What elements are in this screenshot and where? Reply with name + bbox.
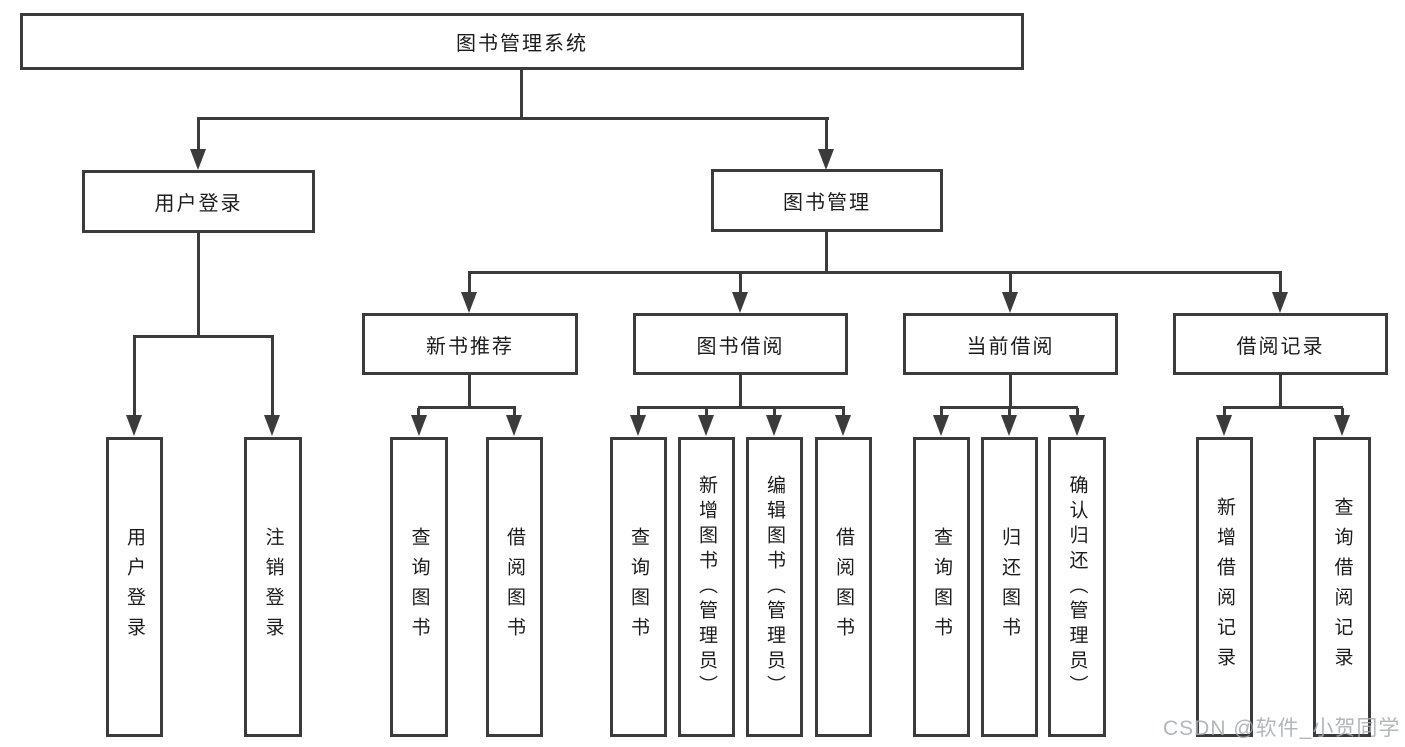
connector-drop-book-management [825,119,828,152]
leaf-records-query-label: 查询借阅记录 [1331,497,1353,677]
connector-root-stem [520,70,523,118]
connector-drop [417,408,420,418]
leaf-user-login: 用户登录 [106,437,163,737]
leaf-user-login-label: 用户登录 [124,527,145,647]
connector-drop [739,273,742,293]
leaf-borrow-books: 借阅图书 [815,437,872,737]
arrow-down-icon [461,292,477,313]
connector-level1-bus [197,117,829,120]
arrow-down-icon [732,292,748,313]
connector-drop [513,408,516,418]
arrow-down-icon [933,415,949,436]
connector-drop [1009,273,1012,293]
connector-drop [637,408,640,418]
arrow-down-icon [190,149,206,170]
arrow-down-icon [766,415,782,436]
arrow-down-icon [1334,415,1350,436]
connector-drop [1223,408,1226,418]
connector-drop [133,337,136,417]
node-borrow-records: 借阅记录 [1173,313,1388,375]
leaf-edit-book-admin: 编辑图书（管理员） [746,437,803,737]
connector-drop [1076,408,1079,418]
arrow-down-icon [126,415,142,436]
leaf-logout-label: 注销登录 [262,527,284,647]
leaf-return-books-label: 归还图书 [999,527,1020,647]
arrow-down-icon [630,415,646,436]
connector-drop [773,408,776,418]
arrow-down-icon [1216,415,1232,436]
leaf-confirm-return-admin: 确认归还（管理员） [1048,437,1106,737]
connector-book-borrow-stem [739,375,742,407]
connector-current-borrow-stem [1009,375,1012,407]
connector-drop [1008,408,1011,418]
node-book-management: 图书管理 [711,169,943,232]
arrow-down-icon [264,415,280,436]
node-user-login: 用户登录 [82,170,315,233]
leaf-current-query-books-label: 查询图书 [931,527,952,647]
node-new-book-recommend: 新书推荐 [362,313,578,375]
connector-drop [1279,273,1282,293]
node-book-borrow-label: 图书借阅 [696,335,785,358]
leaf-records-query: 查询借阅记录 [1313,437,1371,737]
connector-book-borrow-bus [637,406,845,409]
leaf-recommend-query-books: 查询图书 [390,437,448,737]
node-current-borrow-label: 当前借阅 [966,335,1055,358]
leaf-borrow-books-label: 借阅图书 [833,527,854,647]
arrow-down-icon [1069,415,1085,436]
connector-drop [940,408,943,418]
node-current-borrow: 当前借阅 [903,313,1118,375]
connector-drop [705,408,708,418]
leaf-recommend-borrow-books: 借阅图书 [486,437,543,737]
connector-borrow-records-stem [1279,375,1282,407]
leaf-current-query-books: 查询图书 [913,437,970,737]
leaf-records-add: 新增借阅记录 [1196,437,1253,737]
connector-current-borrow-bus [940,406,1078,409]
arrow-down-icon [818,149,834,170]
node-user-login-label: 用户登录 [154,193,243,215]
node-new-book-recommend-label: 新书推荐 [426,335,514,358]
leaf-confirm-return-admin-label: 确认归还（管理员） [1066,474,1088,700]
leaf-borrow-query-books-label: 查询图书 [628,527,649,647]
arrow-down-icon [1002,292,1018,313]
leaf-recommend-borrow-books-label: 借阅图书 [504,527,525,647]
connector-drop [1341,408,1344,418]
arrow-down-icon [835,415,851,436]
leaf-edit-book-admin-label: 编辑图书（管理员） [764,474,785,700]
connector-new-book-bus [418,406,516,409]
connector-level3-bus [468,271,1282,274]
connector-borrow-records-bus [1223,406,1343,409]
connector-drop-user-login [197,119,200,152]
node-book-borrow: 图书借阅 [633,313,848,375]
connector-user-login-stem [197,233,200,336]
arrow-down-icon [411,415,427,436]
leaf-add-book-admin-label: 新增图书（管理员） [696,474,717,700]
leaf-return-books: 归还图书 [981,437,1038,737]
connector-user-login-bus [133,335,274,338]
connector-drop [842,408,845,418]
watermark: CSDN @软件_小贺同学 [1163,717,1401,740]
connector-drop [468,273,471,293]
connector-book-management-stem [825,232,828,273]
node-root-label: 图书管理系统 [456,33,588,55]
arrow-down-icon [1272,292,1288,313]
connector-drop [271,337,274,417]
arrow-down-icon [506,415,522,436]
node-root: 图书管理系统 [20,13,1024,70]
leaf-records-add-label: 新增借阅记录 [1214,497,1235,677]
leaf-add-book-admin: 新增图书（管理员） [678,437,735,737]
node-borrow-records-label: 借阅记录 [1236,335,1325,358]
arrow-down-icon [698,415,714,436]
node-book-management-label: 图书管理 [783,192,871,214]
leaf-recommend-query-books-label: 查询图书 [408,527,430,647]
leaf-logout: 注销登录 [244,437,302,737]
arrow-down-icon [1001,415,1017,436]
leaf-borrow-query-books: 查询图书 [610,437,667,737]
connector-new-book-stem [468,375,471,407]
